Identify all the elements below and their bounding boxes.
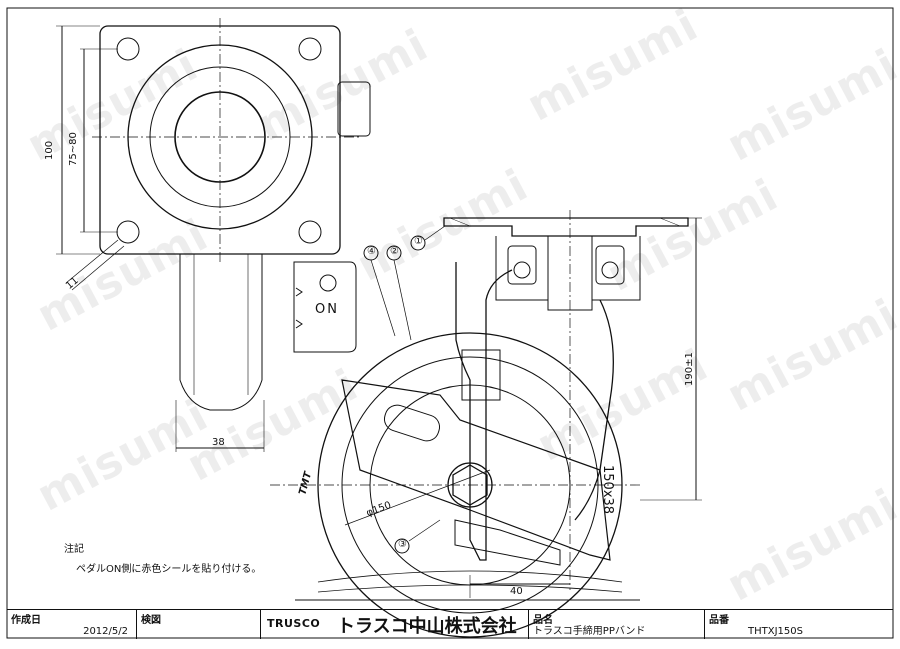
sheet-border bbox=[6, 7, 894, 639]
title-block: 作成日 2012/5/2 検図 TRUSCO トラスコ中山株式会社 品名 トラス… bbox=[7, 609, 893, 639]
product-value: トラスコ手締用PPバンド bbox=[533, 626, 646, 637]
dim-hole-pitch: 75~80 bbox=[68, 132, 79, 166]
product-label: 品名 bbox=[533, 615, 553, 626]
side-view bbox=[175, 254, 357, 452]
part-value: THTXJ150S bbox=[748, 626, 803, 637]
created-label: 作成日 bbox=[11, 615, 41, 626]
created-value: 2012/5/2 bbox=[83, 626, 128, 637]
product-cell: 品名 トラスコ手締用PPバンド bbox=[528, 610, 704, 639]
dim-width: 38 bbox=[212, 437, 225, 448]
callout-1: ① bbox=[414, 236, 423, 247]
part-cell: 品番 THTXJ150S bbox=[704, 610, 893, 639]
dim-total-height: 190±1 bbox=[684, 352, 695, 386]
company-name: トラスコ中山株式会社 bbox=[337, 616, 517, 637]
check-cell: 検図 bbox=[136, 610, 260, 639]
notes-block: 注記 ペダルON側に赤色シールを貼り付ける。 bbox=[62, 540, 261, 580]
company-cell: TRUSCO トラスコ中山株式会社 bbox=[260, 610, 528, 639]
check-label: 検図 bbox=[141, 615, 161, 626]
dim-wheel-size: 150x38 bbox=[600, 465, 615, 515]
brand-logo: TRUSCO bbox=[267, 617, 321, 630]
callout-4: ④ bbox=[367, 246, 376, 257]
top-view bbox=[56, 18, 371, 291]
pedal-on-label: ON bbox=[315, 302, 339, 317]
dim-mount-height: 100 bbox=[44, 140, 55, 160]
dim-offset: 40 bbox=[510, 586, 523, 597]
created-cell: 作成日 2012/5/2 bbox=[7, 610, 136, 639]
callout-2: ② bbox=[390, 246, 399, 257]
notes-line-1: ペダルON側に赤色シールを貼り付ける。 bbox=[76, 564, 262, 575]
part-label: 品番 bbox=[709, 615, 729, 626]
front-view bbox=[270, 210, 702, 638]
notes-title: 注記 bbox=[64, 544, 84, 555]
callout-3: ③ bbox=[398, 539, 407, 550]
